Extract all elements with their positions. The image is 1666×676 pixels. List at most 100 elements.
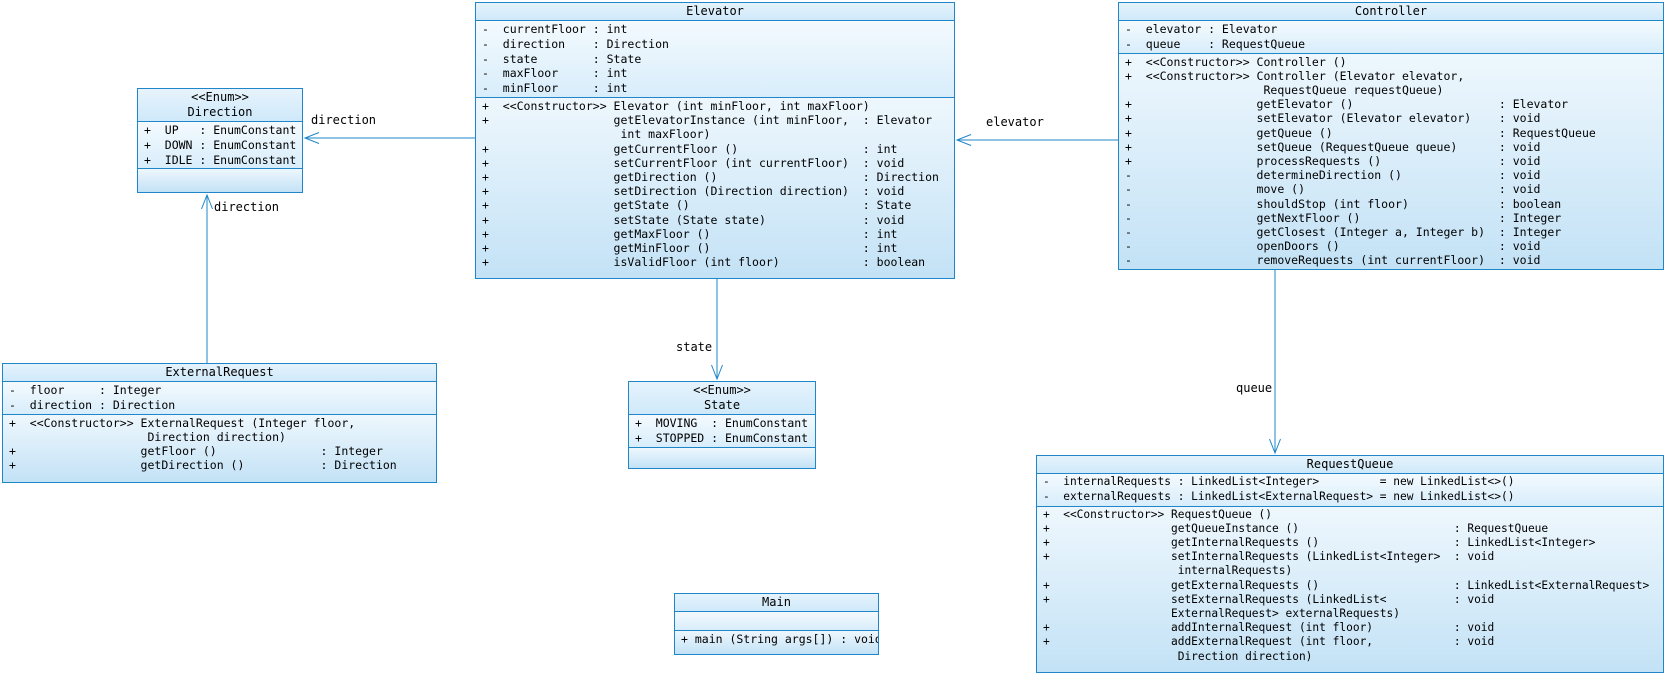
class-box-state[interactable]: <<Enum>>State + MOVING : EnumConstant + … <box>628 381 816 469</box>
method-line: + <<Constructor>> ExternalRequest (Integ… <box>9 415 356 430</box>
attribute-line: - queue : RequestQueue <box>1125 36 1306 51</box>
method-line: + getQueueInstance () : RequestQueue <box>1043 521 1549 535</box>
label-direction-2[interactable]: direction <box>214 200 280 214</box>
method-line: + getDirection () : Direction <box>9 458 397 473</box>
method-line: + processRequests () : void <box>1125 154 1541 169</box>
method-line: + addExternalRequest (int floor, : void <box>1043 635 1495 649</box>
method-line: + getInternalRequests () : LinkedList<In… <box>1043 536 1596 549</box>
stereotype: <<Enum>> <box>693 383 751 397</box>
attribute-line: - maxFloor : int <box>482 66 628 81</box>
class-box-externalrequest[interactable]: ExternalRequest - floor : Integer - dire… <box>2 363 437 483</box>
attributes-compartment: - floor : Integer - direction : Directio… <box>3 382 436 415</box>
method-line: + getFloor () : Integer <box>9 444 383 458</box>
enum-constant-line: + MOVING : EnumConstant <box>635 416 809 430</box>
class-title: <<Enum>>State <box>629 382 815 415</box>
attributes-compartment: - internalRequests : LinkedList<Integer>… <box>1037 474 1663 507</box>
method-line: + <<Constructor>> RequestQueue () <box>1043 507 1273 521</box>
class-title: Main <box>675 594 878 612</box>
method-line: RequestQueue requestQueue) <box>1125 83 1444 97</box>
attribute-line: - state : State <box>482 51 642 66</box>
association-elevator-direction[interactable] <box>303 132 475 144</box>
method-line: + getElevator () : Elevator <box>1125 97 1569 112</box>
method-line: - getNextFloor () : Integer <box>1125 210 1562 225</box>
method-line: + setDirection (Direction direction) : v… <box>482 184 905 199</box>
method-line: + isValidFloor (int floor) : boolean <box>482 255 926 270</box>
method-line: - openDoors () : void <box>1125 239 1541 254</box>
method-line: + setInternalRequests (LinkedList<Intege… <box>1043 550 1495 564</box>
attribute-line: - floor : Integer <box>9 383 162 397</box>
class-title: Controller <box>1119 3 1663 21</box>
class-title: Elevator <box>476 3 954 21</box>
method-line: - removeRequests (int currentFloor) : vo… <box>1125 253 1541 268</box>
method-line: Direction direction) <box>1043 649 1313 663</box>
method-line: Direction direction) <box>9 429 286 444</box>
association-controller-elevator[interactable] <box>955 134 1118 146</box>
method-line: + getMinFloor () : int <box>482 241 898 256</box>
class-title: RequestQueue <box>1037 456 1663 474</box>
attribute-line: - elevator : Elevator <box>1125 22 1278 36</box>
methods-compartment: + <<Constructor>> RequestQueue () + getQ… <box>1037 506 1663 672</box>
class-box-elevator[interactable]: Elevator - currentFloor : int - directio… <box>475 2 955 279</box>
association-elevator-state[interactable] <box>711 279 723 381</box>
method-line: + addInternalRequest (int floor) : void <box>1043 621 1495 635</box>
attribute-line: - minFloor : int <box>482 81 628 96</box>
attribute-line: - direction : Direction <box>9 397 176 412</box>
method-line: + setQueue (RequestQueue queue) : void <box>1125 139 1541 154</box>
method-line: + getElevatorInstance (int minFloor, : E… <box>482 113 933 128</box>
method-line: + getExternalRequests () : LinkedList<Ex… <box>1043 578 1650 592</box>
attribute-line: - currentFloor : int <box>482 22 628 36</box>
method-line: + getState () : State <box>482 198 912 213</box>
association-controller-requestqueue[interactable] <box>1269 270 1281 455</box>
method-line: - move () : void <box>1125 182 1541 197</box>
method-line: internalRequests) <box>1043 564 1293 578</box>
class-box-direction[interactable]: <<Enum>>Direction + UP : EnumConstant + … <box>137 88 303 193</box>
method-line: + setElevator (Elevator elevator) : void <box>1125 111 1541 126</box>
enum-constant-line: + UP : EnumConstant <box>144 123 297 137</box>
enum-constant-line: + IDLE : EnumConstant <box>144 152 297 167</box>
label-queue[interactable]: queue <box>1236 381 1273 395</box>
methods-compartment: + main (String args[]) : void <box>675 631 878 654</box>
attributes-compartment: - currentFloor : int - direction : Direc… <box>476 21 954 98</box>
attribute-line: - internalRequests : LinkedList<Integer>… <box>1043 475 1515 488</box>
attribute-line: - direction : Direction <box>482 36 669 51</box>
class-box-requestqueue[interactable]: RequestQueue - internalRequests : Linked… <box>1036 455 1664 673</box>
methods-compartment: + <<Constructor>> Elevator (int minFloor… <box>476 97 954 278</box>
attribute-line: - externalRequests : LinkedList<External… <box>1043 489 1515 503</box>
label-direction-1[interactable]: direction <box>311 113 377 127</box>
class-box-main[interactable]: Main + main (String args[]) : void <box>674 593 879 655</box>
method-line: + main (String args[]) : void <box>681 632 878 646</box>
method-line: + setCurrentFloor (int currentFloor) : v… <box>482 155 905 170</box>
method-line: - getClosest (Integer a, Integer b) : In… <box>1125 225 1562 240</box>
method-line: + getQueue () : RequestQueue <box>1125 125 1596 140</box>
label-elevator[interactable]: elevator <box>986 115 1044 129</box>
class-title: ExternalRequest <box>3 364 436 382</box>
method-line: + setExternalRequests (LinkedList< : voi… <box>1043 592 1495 606</box>
enum-constant-line: + STOPPED : EnumConstant <box>635 430 809 445</box>
class-name: State <box>703 398 741 412</box>
enum-constant-line: + DOWN : EnumConstant <box>144 137 297 152</box>
method-line: int maxFloor) <box>482 127 711 142</box>
class-title: <<Enum>>Direction <box>138 89 302 122</box>
association-externalrequest-direction[interactable] <box>201 193 213 363</box>
label-state[interactable]: state <box>676 340 713 354</box>
method-line: + getCurrentFloor () : int <box>482 141 898 156</box>
method-line: + setState (State state) : void <box>482 212 905 227</box>
attributes-compartment: + MOVING : EnumConstant + STOPPED : Enum… <box>629 415 815 448</box>
method-line: + getMaxFloor () : int <box>482 226 898 241</box>
methods-compartment <box>629 447 815 468</box>
method-line: - shouldStop (int floor) : boolean <box>1125 196 1562 211</box>
attributes-compartment: - elevator : Elevator - queue : RequestQ… <box>1119 21 1663 54</box>
method-line: + <<Constructor>> Elevator (int minFloor… <box>482 98 870 113</box>
stereotype: <<Enum>> <box>191 90 249 104</box>
class-name: Direction <box>187 105 253 119</box>
method-line: + <<Constructor>> Controller (Elevator e… <box>1125 68 1465 83</box>
attributes-compartment <box>675 612 878 631</box>
methods-compartment: + <<Constructor>> Controller () + <<Cons… <box>1119 53 1663 269</box>
method-line: + <<Constructor>> Controller () <box>1125 54 1347 69</box>
methods-compartment <box>138 169 302 192</box>
method-line: - determineDirection () : void <box>1125 168 1541 183</box>
class-box-controller[interactable]: Controller - elevator : Elevator - queue… <box>1118 2 1664 270</box>
attributes-compartment: + UP : EnumConstant + DOWN : EnumConstan… <box>138 122 302 170</box>
method-line: ExternalRequest> externalRequests) <box>1043 607 1400 621</box>
